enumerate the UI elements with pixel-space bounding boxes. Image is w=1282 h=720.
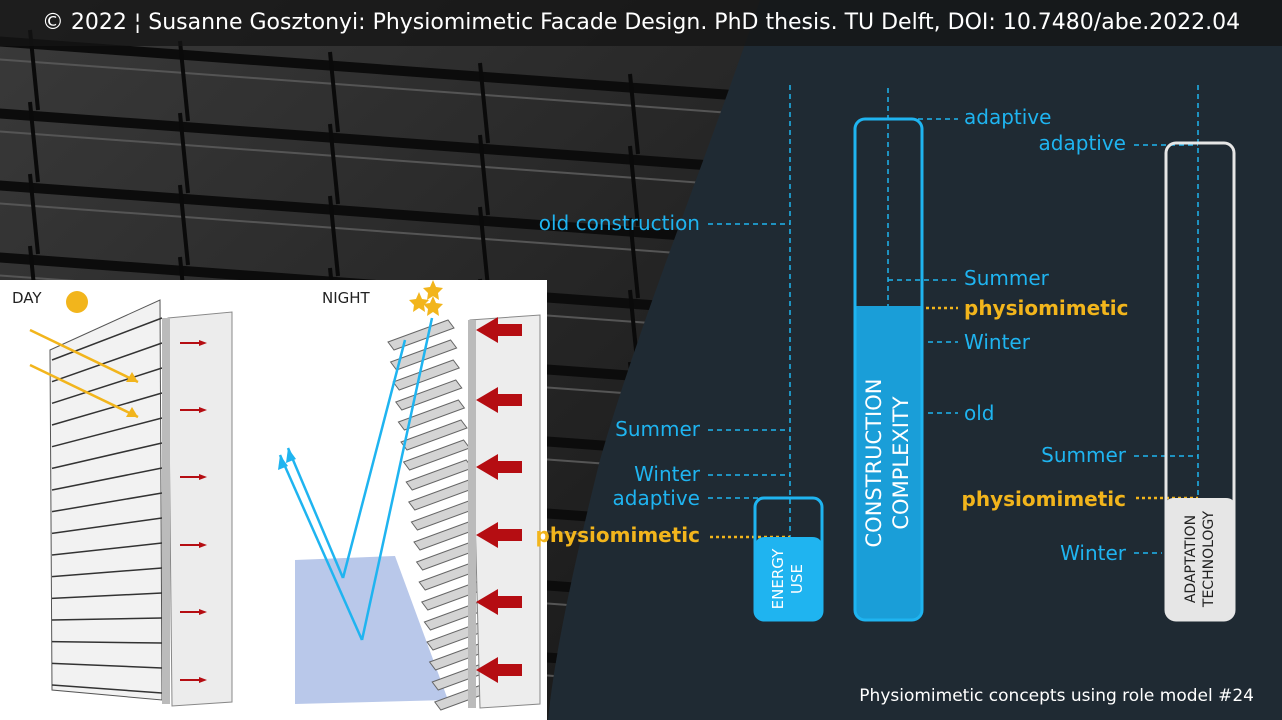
adaptation-summer-label: Summer <box>1041 443 1126 467</box>
night-label: NIGHT <box>322 289 370 307</box>
construction-winter-label: Winter <box>964 330 1030 354</box>
adaptation-winter-label: Winter <box>1060 541 1126 565</box>
energy-old-construction-label: old construction <box>538 211 700 235</box>
adaptation-adaptive-label: adaptive <box>1038 131 1126 155</box>
construction-summer-label: Summer <box>964 266 1049 290</box>
credit-text: © 2022 ¦ Susanne Gosztonyi: Physiomimeti… <box>41 10 1241 35</box>
energy-bar-label: ENERGY USE <box>769 548 806 610</box>
energy-winter-label: Winter <box>634 462 700 486</box>
illustration-panel <box>0 280 547 720</box>
construction-bar-label: CONSTRUCTION COMPLEXITY <box>862 378 913 548</box>
energy-physiomimetic-label: physiomimetic <box>535 523 700 547</box>
adaptation-physiomimetic-label: physiomimetic <box>961 487 1126 511</box>
energy-summer-label: Summer <box>615 417 700 441</box>
footer-caption: Physiomimetic concepts using role model … <box>859 686 1254 706</box>
construction-adaptive-label: adaptive <box>964 105 1052 129</box>
construction-old-label: old <box>964 401 995 425</box>
adaptation-bar-label: ADAPTATION TECHNOLOGY <box>1183 510 1217 608</box>
day-label: DAY <box>12 289 42 307</box>
energy-adaptive-label: adaptive <box>612 486 700 510</box>
construction-physiomimetic-label: physiomimetic <box>964 296 1129 320</box>
header-band <box>0 0 1282 46</box>
